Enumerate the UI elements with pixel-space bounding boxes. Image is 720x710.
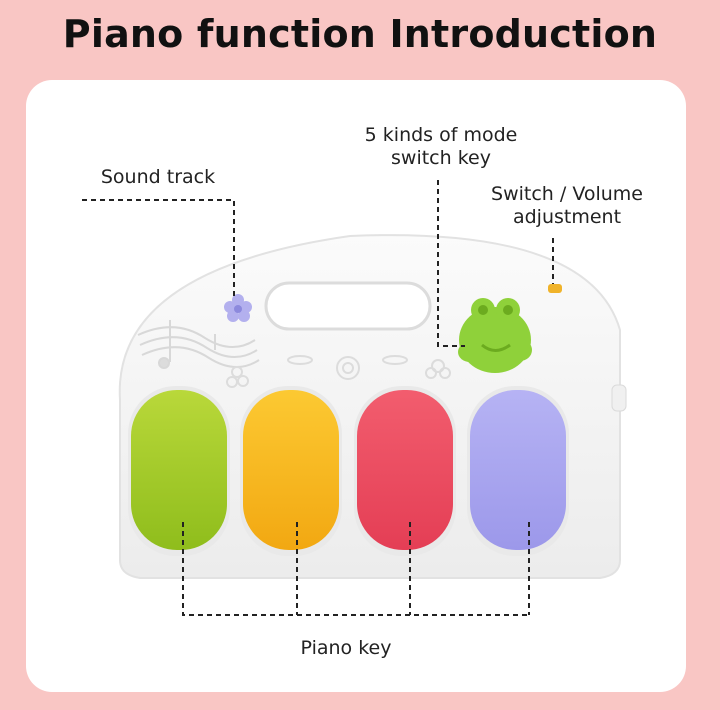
piano-key-purple[interactable] bbox=[470, 390, 566, 550]
switch-volume-label: Switch / Volume adjustment bbox=[491, 183, 643, 228]
piano-keys bbox=[128, 386, 569, 556]
sound-track-button[interactable] bbox=[224, 294, 252, 322]
music-staff-decoration bbox=[137, 320, 260, 369]
page-title: Piano function Introduction bbox=[62, 12, 658, 56]
piano-key-green[interactable] bbox=[131, 390, 227, 550]
volume-knob bbox=[548, 284, 562, 293]
piano-key-label: Piano key bbox=[300, 637, 392, 659]
piano-key-yellow[interactable] bbox=[243, 390, 339, 550]
mode-switch-label: 5 kinds of mode switch key bbox=[364, 124, 518, 169]
mode-switch-frog-key[interactable] bbox=[458, 298, 532, 373]
sound-track-label: Sound track bbox=[100, 166, 216, 188]
piano-key-red[interactable] bbox=[357, 390, 453, 550]
flower-decoration bbox=[226, 355, 451, 388]
callout-lines bbox=[82, 180, 554, 616]
